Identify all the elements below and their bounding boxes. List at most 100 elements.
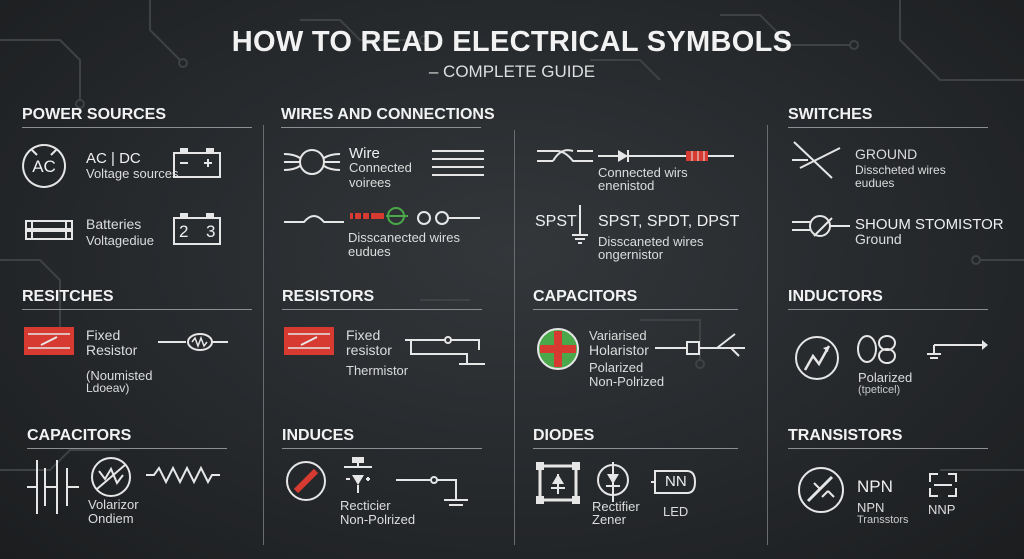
inductor-loops-icon	[857, 335, 896, 364]
switches-sub-label: eudues	[855, 176, 895, 190]
switch-cross-icon	[792, 141, 841, 179]
page-subtitle: – COMPLETE GUIDE	[428, 62, 596, 81]
nnp-label: NNP	[928, 502, 956, 517]
parallel-wires-icon	[432, 150, 484, 176]
led-icon: NN	[651, 467, 697, 497]
section-rule	[22, 127, 252, 128]
section-header-wires: WIRES AND CONNECTIONS	[281, 106, 495, 123]
voltage-guide-label: Voltagediue	[86, 233, 154, 248]
holaristor-label: Holaristor	[589, 342, 649, 358]
switch-wire-icon	[417, 211, 480, 225]
npn-sub-label: NPN	[857, 500, 885, 515]
non-polarized-label: Non-Polrized	[340, 512, 416, 527]
led-label: LED	[663, 504, 689, 519]
disconnected-sub-label: ongernistor	[598, 247, 664, 262]
inductor-coil-icon	[795, 336, 839, 380]
section-header-transistors: TRANSISTORS	[788, 427, 903, 444]
transistors-label: Transstors	[857, 514, 909, 526]
section-rule	[788, 127, 988, 128]
recticier-label: Recticier	[340, 498, 391, 513]
variarised-label: Variarised	[589, 328, 647, 343]
resistor-led-icon	[350, 207, 408, 225]
column-divider	[767, 125, 768, 545]
batteries-label: Batteries	[86, 216, 142, 232]
thermistor-label: Thermistor	[346, 363, 409, 378]
battery-left-text: 2	[179, 222, 189, 241]
resistor-label: Resistor	[86, 342, 138, 358]
battery-right-text: 3	[206, 222, 216, 241]
fuse-icon	[25, 220, 73, 240]
thermistor-switch-icon	[792, 215, 850, 237]
variable-capacitor-icon	[537, 328, 579, 370]
noumisted-label: (Noumisted	[86, 368, 153, 383]
spst-small-label: SPST	[535, 213, 577, 230]
disconnected-wires-label: Disscanected wires	[348, 230, 460, 245]
shoum-stomistor-label: SHOUM STOMISTOR	[855, 216, 1004, 233]
ac-dc-label: AC | DC	[86, 150, 141, 167]
potentiometer-icon	[286, 461, 326, 501]
rectifier-label: Rectifier	[592, 499, 640, 514]
section-header-diodes: DIODES	[533, 427, 595, 444]
section-rule	[282, 448, 482, 449]
wires-sub-label: eudues	[348, 244, 391, 259]
thermistor-icon	[405, 336, 485, 365]
ac-source-icon: AC	[21, 143, 67, 189]
battery-icon: 2 3	[172, 210, 224, 246]
connected-wires-label: Connected wirs	[598, 165, 688, 180]
switch-ground-icon	[396, 476, 468, 506]
tpeticel-label: (tpeticel)	[858, 384, 901, 396]
wires-label: voirees	[349, 175, 391, 190]
section-header-resitches: RESITCHES	[22, 288, 114, 305]
ondiem-label: Ondiem	[88, 511, 134, 526]
crossover-icon	[537, 149, 593, 162]
section-rule	[533, 448, 738, 449]
voltage-sources-label: Voltage sources	[86, 166, 179, 181]
section-header-capacitors: CAPACITORS	[27, 427, 132, 444]
crossing-wire-icon	[284, 215, 344, 223]
section-rule	[27, 448, 227, 449]
capacitor-plates-icon	[27, 460, 79, 514]
bridge-rectifier-icon	[536, 462, 580, 504]
page-title: HOW TO READ ELECTRICAL SYMBOLS	[231, 26, 793, 58]
lamp-resistor-icon	[158, 333, 228, 351]
connected-label: Connected	[349, 160, 412, 175]
zener-label: Zener	[592, 512, 626, 527]
spst-spdt-dpst-label: SPST, SPDT, DPST	[598, 213, 740, 230]
disconnected-wires-label: Disscheted wires	[855, 163, 946, 177]
polarized-label: Polarized	[858, 370, 913, 385]
diode-resistor-line-icon	[598, 150, 734, 162]
section-header-inductors: INDUCTORS	[788, 288, 883, 305]
disconnected-wires-label: Disscaneted wires	[598, 234, 704, 249]
variable-resistor-circle-icon	[91, 457, 131, 497]
section-rule	[788, 309, 988, 310]
fixed-resistor-icon	[24, 327, 74, 355]
section-header-resistors: RESISTORS	[282, 288, 375, 305]
fixed-label: Fixed	[346, 327, 381, 343]
column-divider	[263, 125, 264, 545]
section-rule	[22, 309, 252, 310]
transistor-icon	[798, 467, 844, 513]
ground-label: GROUND	[855, 146, 918, 162]
led-box-text: NN	[665, 473, 687, 490]
fixed-label: Fixed	[86, 327, 121, 343]
rectifier-diode-icon	[344, 457, 372, 493]
polarized-label: Polarized	[589, 360, 644, 375]
ground-arrow-icon	[927, 340, 988, 359]
ground-small-icon	[572, 205, 588, 244]
section-rule	[788, 448, 988, 449]
section-rule	[282, 309, 482, 310]
section-rule	[533, 309, 738, 310]
section-rule	[281, 127, 481, 128]
fixed-resistor-icon	[284, 327, 334, 355]
npn-label: NPN	[857, 477, 893, 496]
non-polarized-label: Non-Polrized	[589, 374, 665, 389]
nnp-symbol-icon	[929, 473, 957, 497]
section-header-capacitors: CAPACITORS	[533, 288, 638, 305]
resistor-label: resistor	[346, 342, 392, 358]
zener-diode-icon	[597, 462, 629, 502]
polarized-capacitor-icon	[655, 333, 745, 357]
junction-icon	[283, 149, 341, 175]
ldoeav-label: Ldoeav)	[86, 381, 130, 395]
